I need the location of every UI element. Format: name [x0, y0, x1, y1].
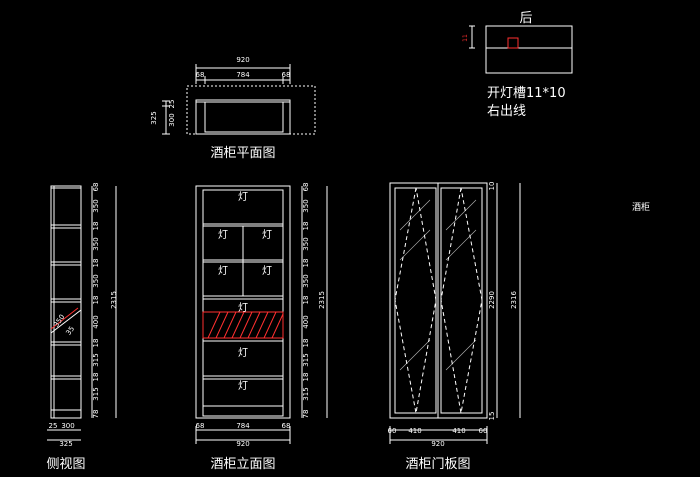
side-shelf-dim-0: 68 [92, 183, 100, 192]
elev-shelf-dim-12: 78 [302, 410, 310, 419]
elev-shelf-dim-10: 18 [302, 373, 310, 382]
back-caption: 后 [519, 11, 532, 26]
side-shelf-dim-2: 18 [92, 222, 100, 231]
elev-shelf-dim-7: 400 [302, 315, 310, 328]
elev-shelf-dim-1: 350 [302, 199, 310, 212]
elev-dim-total: 2315 [318, 291, 326, 309]
elev-shelf-dims: 68 350 18 350 18 350 18 400 18 315 18 315 78 [302, 183, 310, 419]
back-dim: 11 [462, 34, 469, 42]
elev-shelf-dim-3: 350 [302, 237, 310, 250]
elev-shelf-dim-2: 18 [302, 222, 310, 231]
side-shelf-dim-4: 18 [92, 259, 100, 268]
elevation-caption: 酒柜立面图 [210, 457, 275, 472]
plan-dim-left: 68 [196, 71, 205, 79]
side-view [47, 185, 117, 441]
side-caption: 侧视图 [46, 457, 85, 472]
side-shelf-dim-8: 18 [92, 339, 100, 348]
plan-caption: 酒柜平面图 [210, 146, 275, 161]
lamp-label-rack: 灯 [238, 302, 248, 314]
elev-shelf-dim-0: 68 [302, 183, 310, 192]
elev-shelf-dim-4: 18 [302, 259, 310, 268]
plan-dim-total: 920 [236, 56, 249, 64]
side-shelf-dim-10: 18 [92, 373, 100, 382]
back-detail [469, 25, 573, 74]
elev-shelf-dim-8: 18 [302, 339, 310, 348]
lamp-label-5: 灯 [238, 347, 248, 359]
note-line2: 右出线 [487, 104, 526, 119]
side-shelf-dim-1: 350 [92, 199, 100, 212]
elev-dim-bottom-right: 68 [282, 422, 291, 430]
door-dim-bottom-total: 920 [431, 440, 444, 448]
side-shelf-dim-11: 315 [92, 387, 100, 400]
elev-dim-bottom-mid: 784 [236, 422, 250, 430]
plan-dim-depth-a: 325 [150, 111, 158, 124]
lamp-label-top: 灯 [238, 191, 248, 203]
door-dim-bottom: 15 [488, 412, 496, 421]
side-shelf-dim-5: 350 [92, 274, 100, 287]
door-caption: 酒柜门板图 [405, 457, 470, 472]
elev-shelf-dim-5: 350 [302, 274, 310, 287]
side-dim-total: 2315 [110, 291, 118, 309]
lamp-label-3r: 灯 [262, 265, 272, 277]
door-dim-b1: 60 [388, 427, 397, 435]
lamp-label-3l: 灯 [218, 265, 228, 277]
elev-shelf-dim-11: 315 [302, 387, 310, 400]
door-dim-b3: 410 [452, 427, 465, 435]
side-dim-bottom-total: 325 [59, 440, 72, 448]
elev-dim-bottom-total: 920 [236, 440, 249, 448]
side-shelf-dim-6: 18 [92, 296, 100, 305]
door-dim-total: 2316 [510, 291, 518, 309]
side-shelf-dim-9: 315 [92, 353, 100, 366]
elev-shelf-dim-9: 315 [302, 353, 310, 366]
door-dim-mid: 2290 [488, 291, 496, 309]
lamp-label-2r: 灯 [262, 229, 272, 241]
plan-dim-depth-b: 300 [168, 113, 176, 126]
side-shelf-dim-12: 78 [92, 410, 100, 419]
plan-dim-right: 68 [282, 71, 291, 79]
side-rack-dim-b: 35 [65, 325, 77, 337]
elev-shelf-dim-6: 18 [302, 296, 310, 305]
lamp-label-6: 灯 [238, 380, 248, 392]
lamp-label-2l: 灯 [218, 229, 228, 241]
side-shelf-dim-7: 400 [92, 315, 100, 328]
side-dim-bottom-b: 300 [61, 422, 74, 430]
side-dim-bottom-a: 25 [49, 422, 58, 430]
plan-dim-mid: 784 [236, 71, 250, 79]
side-shelf-dim-3: 350 [92, 237, 100, 250]
label-right: 酒柜 [632, 201, 650, 213]
plan-view [162, 64, 316, 135]
note-line1: 开灯槽11*10 [487, 86, 566, 101]
plan-dim-depth-c: 25 [168, 100, 176, 109]
door-view [389, 182, 521, 444]
side-shelf-dims: 68 350 18 350 18 350 18 400 18 315 18 315 78 [92, 183, 100, 419]
elevation-view [195, 185, 328, 444]
elev-dim-bottom-left: 68 [196, 422, 205, 430]
door-dim-top: 10 [488, 182, 496, 191]
door-dim-b4: 60 [479, 427, 488, 435]
door-dim-b2: 410 [408, 427, 421, 435]
